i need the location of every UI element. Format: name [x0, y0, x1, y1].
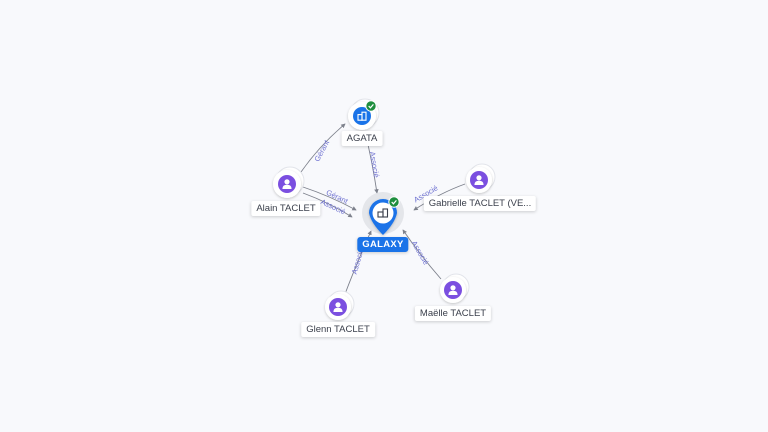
building-icon [357, 111, 367, 121]
person-icon [444, 281, 462, 299]
person-icon [278, 175, 296, 193]
building-icon [377, 208, 389, 218]
node-alain[interactable] [273, 166, 305, 198]
edge-alain-galaxy [302, 192, 353, 218]
verified-check-icon [388, 196, 400, 208]
edge-label: Associé [410, 239, 431, 266]
edge-label: Associé [368, 151, 381, 178]
node-glenn[interactable] [325, 290, 355, 320]
person-icon [470, 171, 488, 189]
edge-alain-galaxy [302, 186, 357, 211]
node-gabrielle[interactable] [466, 163, 496, 193]
person-icon [329, 298, 347, 316]
edge-alain-agata [300, 123, 346, 173]
node-label-galaxy[interactable]: GALAXY [357, 237, 409, 252]
edge-label: Gérant [312, 138, 331, 163]
verified-check-icon [365, 100, 377, 112]
node-agata[interactable] [348, 98, 380, 130]
node-maelle[interactable] [440, 273, 470, 303]
edge-gabrielle-galaxy [413, 183, 466, 211]
node-label-alain[interactable]: Alain TACLET [251, 201, 321, 216]
edge-maelle-galaxy [402, 229, 442, 280]
node-label-glenn[interactable]: Glenn TACLET [301, 322, 375, 337]
node-label-maelle[interactable]: Maëlle TACLET [414, 306, 492, 321]
node-label-gabrielle[interactable]: Gabrielle TACLET (VE... [423, 196, 537, 211]
node-galaxy[interactable] [362, 192, 404, 235]
node-label-agata[interactable]: AGATA [341, 131, 383, 146]
